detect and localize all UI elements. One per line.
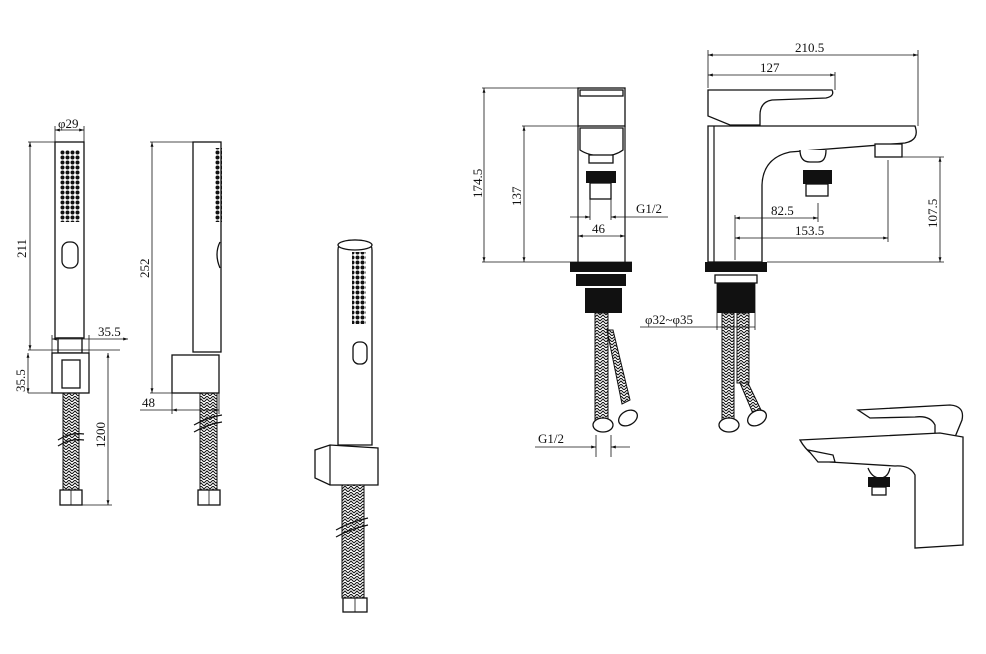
faucet-side-view xyxy=(640,50,944,433)
dim-offset-82-5: 82.5 xyxy=(771,203,794,218)
dim-lever-length: 127 xyxy=(760,60,780,75)
dim-offset-153-5: 153.5 xyxy=(795,223,824,238)
faucet-front-view xyxy=(482,87,668,457)
dim-thread-g12: G1/2 xyxy=(636,201,662,216)
dim-height-211: 211 xyxy=(14,239,29,258)
dim-total-height: 174.5 xyxy=(470,169,485,198)
faucet-perspective xyxy=(798,404,964,549)
dim-height-252: 252 xyxy=(137,259,152,279)
dim-bracket-depth: 48 xyxy=(142,395,155,410)
dim-bracket-width: 35.5 xyxy=(98,324,121,339)
dim-total-length: 210.5 xyxy=(795,40,824,55)
dim-diameter-29: φ29 xyxy=(58,116,79,131)
dim-hole-diameter: φ32~φ35 xyxy=(645,312,693,327)
dim-bracket-height: 35.5 xyxy=(13,369,28,392)
dim-width-46: 46 xyxy=(592,221,606,236)
hand-shower-side-view xyxy=(140,141,223,506)
hand-shower-front-view xyxy=(26,126,128,506)
dim-spout-height-107-5: 107.5 xyxy=(925,199,940,228)
hand-shower-perspective xyxy=(314,239,379,613)
dim-spout-height-137: 137 xyxy=(509,186,524,206)
dim-hose-thread: G1/2 xyxy=(538,431,564,446)
dim-hose-length: 1200 xyxy=(93,422,108,448)
